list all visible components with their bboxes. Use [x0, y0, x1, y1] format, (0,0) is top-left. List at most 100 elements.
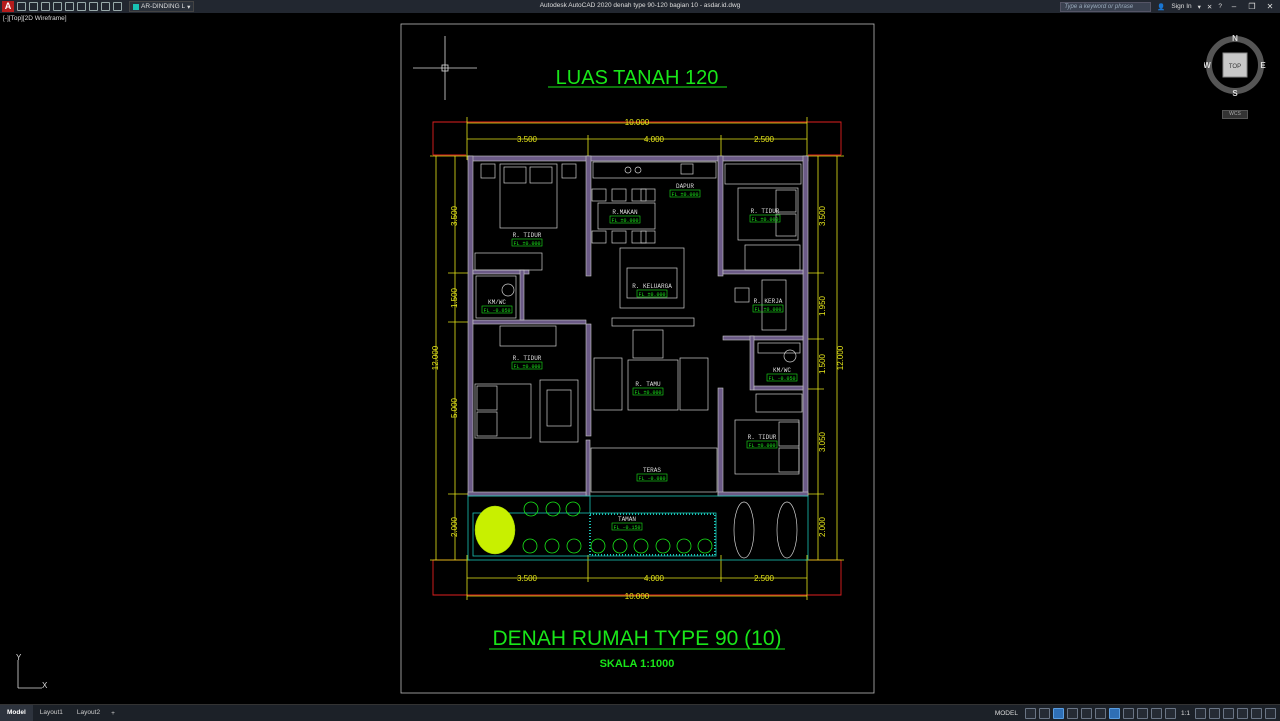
chevron-down-icon: ▾: [187, 3, 191, 11]
save-icon[interactable]: [41, 2, 50, 11]
viewcube[interactable]: TOP N S W E: [1204, 34, 1266, 96]
room-name-label: R.MAKAN: [612, 209, 638, 216]
quick-access-toolbar: A AR-DINDING L ▾: [0, 1, 195, 12]
snap-icon[interactable]: [1038, 707, 1050, 719]
dim-bottom-2: 4.000: [644, 574, 665, 583]
title-bar: A AR-DINDING L ▾ Autodesk AutoCAD 2020 d…: [0, 0, 1280, 13]
floor-level-label: FL -0.050: [768, 376, 795, 382]
dim-right-total: 12.000: [836, 345, 845, 370]
floor-level-label: FL -0.050: [483, 308, 510, 314]
annotation-icon[interactable]: [1164, 707, 1176, 719]
floor-level-label: FL ±0.000: [513, 241, 540, 247]
compass-east[interactable]: E: [1260, 61, 1266, 70]
restore-button[interactable]: ❐: [1248, 2, 1256, 11]
layer-dropdown[interactable]: AR-DINDING L ▾: [129, 1, 195, 12]
dim-right-5: 2.000: [818, 516, 827, 537]
minimize-button[interactable]: –: [1231, 2, 1237, 11]
furniture: [474, 161, 803, 559]
floor-level-label: FL ±0.000: [611, 218, 638, 224]
chevron-down-icon[interactable]: ▾: [1197, 3, 1201, 11]
floor-level-box: [746, 440, 778, 449]
tab-layout1[interactable]: Layout1: [39, 709, 63, 716]
search-input[interactable]: Type a keyword or phrase: [1060, 1, 1152, 12]
room-name-label: R. TIDUR: [748, 434, 777, 441]
new-icon[interactable]: [17, 2, 26, 11]
dim-top-1: 3.500: [517, 135, 538, 144]
grid-icon[interactable]: [1024, 707, 1036, 719]
layer-name: AR-DINDING L: [141, 3, 186, 10]
room-name-label: TAMAN: [618, 516, 636, 523]
room-name-label: R. KELUARGA: [632, 283, 672, 290]
floor-level-box: [609, 215, 641, 224]
open-icon[interactable]: [29, 2, 38, 11]
annotation-scale[interactable]: 1:1: [1180, 709, 1190, 717]
floor-level-label: FL ±0.000: [751, 217, 778, 223]
title-right-controls: Type a keyword or phrase 👤 Sign In ▾ ✕ ?…: [1060, 0, 1280, 13]
compass-west[interactable]: W: [1204, 61, 1211, 70]
save-as-icon[interactable]: [53, 2, 62, 11]
hardware-accel-icon[interactable]: [1237, 707, 1248, 719]
room-name-label: KM/WC: [488, 299, 506, 306]
add-icon[interactable]: [1209, 707, 1220, 719]
room-name-label: R. TAMU: [635, 381, 661, 388]
palm-plant: [474, 505, 516, 555]
viewport-controls-label[interactable]: [-][Top][2D Wireframe]: [3, 15, 67, 22]
wcs-menu[interactable]: WCS: [1222, 110, 1248, 119]
customize-menu-icon[interactable]: [1265, 707, 1276, 719]
compass-north[interactable]: N: [1232, 34, 1238, 43]
room-name-label: R. TIDUR: [751, 208, 780, 215]
app-menu-button[interactable]: A: [2, 1, 14, 12]
user-icon[interactable]: 👤: [1157, 3, 1166, 11]
dim-top-2: 4.000: [644, 135, 665, 144]
dim-right-4: 3.050: [818, 431, 827, 452]
viewcube-face[interactable]: TOP: [1229, 64, 1241, 70]
redo-icon[interactable]: [101, 2, 110, 11]
compass-south[interactable]: S: [1232, 89, 1238, 96]
floor-level-label: FL ±0.000: [513, 364, 540, 370]
clean-screen-icon[interactable]: [1251, 707, 1262, 719]
lineweight-icon[interactable]: [1122, 707, 1134, 719]
floor-level-box: [511, 238, 543, 247]
polar-icon[interactable]: [1066, 707, 1078, 719]
isolate-icon[interactable]: [1223, 707, 1234, 719]
ucs-y-label: Y: [16, 653, 22, 662]
floor-level-box: [636, 473, 668, 482]
room-name-label: KM/WC: [773, 367, 791, 374]
help-icon[interactable]: ?: [1218, 3, 1222, 10]
drawing-canvas[interactable]: LUAS TANAH 120 10.000 3.500 4.000 2.500 …: [0, 0, 1280, 704]
floor-level-label: FL -0.150: [613, 525, 640, 531]
status-toggles: MODEL 1:1: [991, 705, 1276, 721]
transparency-icon[interactable]: [1136, 707, 1148, 719]
layer-bulb-icon[interactable]: [113, 2, 122, 11]
status-bar: Model Layout1 Layout2 + MODEL 1:1: [0, 704, 1280, 721]
plot-icon[interactable]: [77, 2, 86, 11]
add-layout-button[interactable]: +: [111, 709, 115, 717]
dim-top-3: 2.500: [754, 135, 775, 144]
exchange-icon[interactable]: ✕: [1206, 3, 1213, 11]
tab-model[interactable]: Model: [0, 705, 33, 721]
room-name-label: R. TIDUR: [513, 355, 542, 362]
web-icon[interactable]: [65, 2, 74, 11]
selection-cycling-icon[interactable]: [1150, 707, 1162, 719]
sign-in-link[interactable]: Sign In: [1171, 3, 1192, 10]
tab-layout2[interactable]: Layout2: [76, 709, 101, 716]
floor-level-label: FL -0.080: [638, 476, 665, 482]
object-snap-icon[interactable]: [1108, 707, 1120, 719]
isodraft-icon[interactable]: [1080, 707, 1092, 719]
garden-shrubs: [522, 501, 713, 554]
floor-level-label: FL ±0.000: [671, 192, 698, 198]
floor-level-box: [632, 387, 664, 396]
floor-level-box: [766, 373, 798, 382]
close-button[interactable]: ✕: [1266, 2, 1274, 11]
ucs-x-label: X: [42, 681, 48, 690]
floor-level-label: FL ±0.000: [748, 443, 775, 449]
gear-icon[interactable]: [1195, 707, 1206, 719]
undo-icon[interactable]: [89, 2, 98, 11]
room-name-label: R. KERJA: [754, 298, 783, 305]
ortho-icon[interactable]: [1052, 707, 1064, 719]
model-space-button[interactable]: MODEL: [994, 709, 1018, 717]
dim-total-bottom: 10.000: [625, 592, 650, 601]
drawing-title-main: DENAH RUMAH TYPE 90 (10): [492, 627, 781, 650]
object-snap-tracking-icon[interactable]: [1094, 707, 1106, 719]
